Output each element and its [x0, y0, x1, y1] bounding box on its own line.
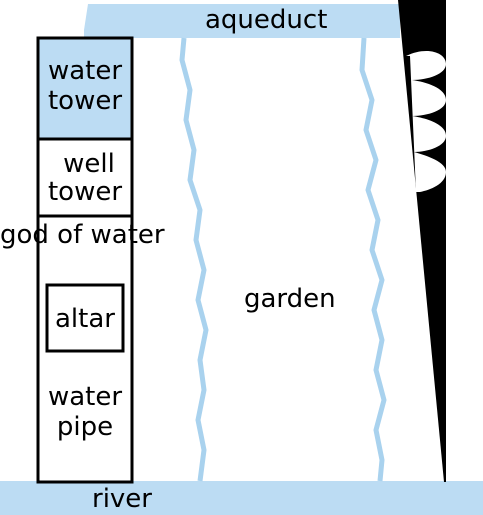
- dark-wall: [398, 0, 446, 482]
- aqueduct-slab: [84, 4, 400, 38]
- altar-label: altar: [55, 304, 115, 334]
- left-stream: [179, 37, 209, 482]
- river-label: river: [92, 484, 152, 514]
- water-tower-label-line1: water: [47, 56, 123, 86]
- river-band: [0, 481, 483, 515]
- altar-box: [45, 283, 125, 353]
- garden-label: garden: [244, 284, 336, 314]
- water-pipe-label: water pipe: [38, 382, 132, 442]
- well-tower-label: well tower: [39, 150, 139, 206]
- water-tower-label-line2: tower: [47, 86, 123, 116]
- screw-spiral-icon: [406, 50, 446, 192]
- god-of-water-label: god of water: [0, 220, 165, 250]
- water-pipe-label-line2: pipe: [56, 412, 114, 442]
- water-tower-label: water tower: [39, 56, 131, 116]
- water-pipe-label-line1: water: [47, 382, 123, 412]
- right-stream: [359, 37, 387, 482]
- well-tower-label-line2: tower: [47, 177, 123, 207]
- aqueduct-label: aqueduct: [205, 5, 328, 35]
- water-tower-box: [39, 39, 131, 138]
- well-tower-label-line1: well: [63, 149, 115, 179]
- left-column: [36, 36, 134, 484]
